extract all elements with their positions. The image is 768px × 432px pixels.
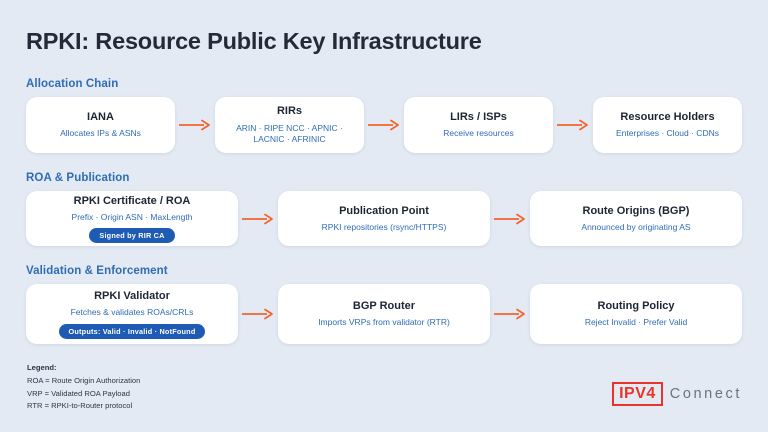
card-publication-point[interactable]: Publication Point RPKI repositories (rsy…: [278, 191, 490, 246]
card-routing-policy[interactable]: Routing Policy Reject Invalid · Prefer V…: [530, 284, 742, 344]
card-subtitle: Reject Invalid · Prefer Valid: [584, 317, 688, 328]
card-title: RPKI Validator: [94, 290, 170, 303]
card-subtitle: Fetches & validates ROAs/CRLs: [70, 307, 194, 318]
arrow-right-icon: [490, 284, 530, 344]
card-title: BGP Router: [352, 300, 416, 313]
card-rirs[interactable]: RIRs ARIN · RIPE NCC · APNIC · LACNIC · …: [215, 97, 364, 153]
card-subtitle: RPKI repositories (rsync/HTTPS): [321, 221, 447, 232]
card-title: IANA: [87, 111, 114, 124]
card-rpki-certificate-roa[interactable]: RPKI Certificate / ROA Prefix · Origin A…: [26, 191, 238, 246]
card-subtitle: Enterprises · Cloud · CDNs: [616, 128, 719, 139]
card-title: Route Origins (BGP): [582, 204, 690, 217]
card-subtitle: Prefix · Origin ASN · MaxLength: [71, 211, 193, 222]
card-subtitle: Allocates IPs & ASNs: [60, 128, 141, 139]
card-title: Publication Point: [339, 204, 429, 217]
section-title-validation-enforcement: Validation & Enforcement: [26, 265, 168, 277]
arrow-right-icon: [553, 97, 593, 153]
card-bgp-router[interactable]: BGP Router Imports VRPs from validator (…: [278, 284, 490, 344]
card-resource-holders[interactable]: Resource Holders Enterprises · Cloud · C…: [593, 97, 742, 153]
card-rpki-validator[interactable]: RPKI Validator Fetches & validates ROAs/…: [26, 284, 238, 344]
legend: Legend: ROA = Route Origin Authorization…: [27, 362, 140, 412]
card-subtitle: Announced by originating AS: [581, 221, 691, 232]
card-subtitle: Imports VRPs from validator (RTR): [318, 317, 450, 328]
brand-logo: IPV4 Connect: [612, 382, 742, 406]
arrow-right-icon: [490, 191, 530, 246]
card-title: RPKI Certificate / ROA: [73, 194, 191, 207]
arrow-right-icon: [175, 97, 215, 153]
legend-line-rtr: RTR = RPKI-to-Router protocol: [27, 400, 133, 410]
section-title-allocation-chain: Allocation Chain: [26, 78, 119, 90]
card-iana[interactable]: IANA Allocates IPs & ASNs: [26, 97, 175, 153]
card-subtitle: Receive resources: [443, 128, 514, 139]
section-allocation-chain: Allocation Chain IANA Allocates IPs & AS…: [26, 78, 742, 153]
arrow-right-icon: [238, 284, 278, 344]
card-title: LIRs / ISPs: [450, 111, 507, 124]
card-subtitle: ARIN · RIPE NCC · APNIC · LACNIC · AFRIN…: [236, 122, 343, 145]
section-validation-enforcement: Validation & Enforcement RPKI Validator …: [26, 265, 742, 344]
card-title: Routing Policy: [597, 300, 675, 313]
badge-validator-outputs: Outputs: Valid · Invalid · NotFound: [58, 323, 206, 339]
card-lirs-isps[interactable]: LIRs / ISPs Receive resources: [404, 97, 553, 153]
arrow-right-icon: [238, 191, 278, 246]
legend-heading: Legend:: [27, 363, 57, 372]
badge-signed-by-rir-ca: Signed by RIR CA: [89, 228, 175, 244]
legend-line-roa: ROA = Route Origin Authorization: [27, 376, 141, 386]
logo-word-connect: Connect: [669, 386, 742, 402]
card-row-roa-publication: RPKI Certificate / ROA Prefix · Origin A…: [26, 191, 742, 246]
arrow-right-icon: [364, 97, 404, 153]
card-route-origins-bgp[interactable]: Route Origins (BGP) Announced by origina…: [530, 191, 742, 246]
card-title: RIRs: [276, 105, 303, 118]
page-title: RPKI: Resource Public Key Infrastructure: [26, 28, 482, 54]
legend-line-vrp: VRP = Validated ROA Payload: [27, 388, 130, 398]
logo-mark-ipv4: IPV4: [612, 382, 663, 406]
card-row-validation-enforcement: RPKI Validator Fetches & validates ROAs/…: [26, 284, 742, 344]
section-title-roa-publication: ROA & Publication: [26, 172, 130, 184]
section-roa-publication: ROA & Publication RPKI Certificate / ROA…: [26, 172, 742, 246]
card-row-allocation-chain: IANA Allocates IPs & ASNs RIRs ARIN · RI…: [26, 97, 742, 153]
card-title: Resource Holders: [620, 111, 715, 124]
